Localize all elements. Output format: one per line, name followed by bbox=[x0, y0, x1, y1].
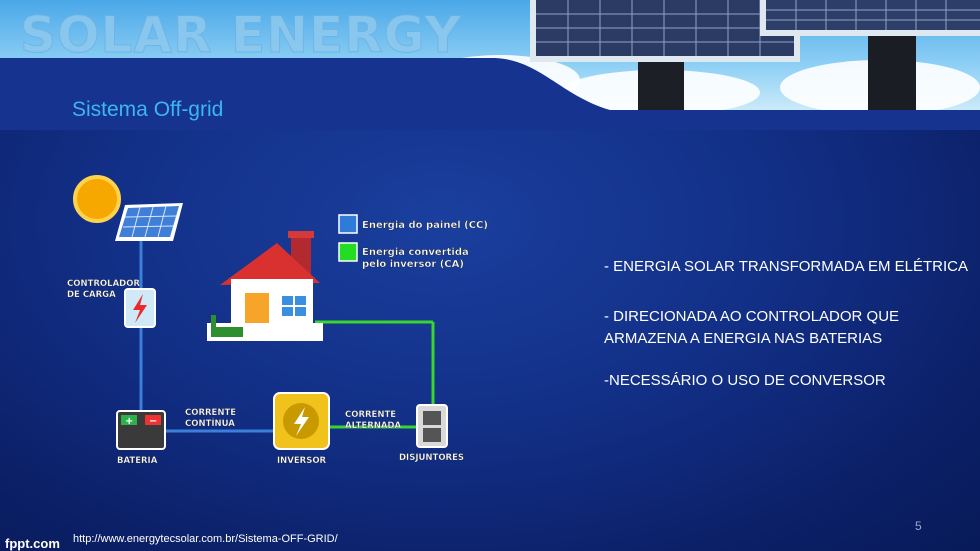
sun-icon bbox=[73, 175, 121, 223]
dc-wires bbox=[139, 235, 275, 433]
ac-wires bbox=[315, 320, 435, 429]
bullet-1: - ENERGIA SOLAR TRANSFORMADA EM ELÉTRICA bbox=[604, 258, 968, 275]
solar-panel-icon bbox=[115, 203, 183, 241]
inverter-label: INVERSOR bbox=[277, 456, 327, 466]
off-grid-diagram: CONTROLADOR DE CARGA Energia do painel (… bbox=[67, 175, 488, 466]
svg-text:+: + bbox=[125, 416, 133, 427]
bullet-3: -NECESSÁRIO O USO DE CONVERSOR bbox=[604, 372, 886, 389]
ac-label-1: CORRENTE bbox=[345, 410, 396, 420]
bullet-2a: - DIRECIONADA AO CONTROLADOR QUE bbox=[604, 308, 900, 325]
bullet-2b: ARMAZENA A ENERGIA NAS BATERIAS bbox=[604, 330, 883, 347]
inverter-icon bbox=[273, 392, 330, 450]
controller-label-1: CONTROLADOR bbox=[67, 279, 140, 289]
charge-controller-icon bbox=[124, 288, 156, 328]
dc-label-1: CORRENTE bbox=[185, 408, 236, 418]
breakers-label: DISJUNTORES bbox=[399, 453, 464, 463]
legend-ac-label-2: pelo inversor (CA) bbox=[362, 259, 464, 270]
battery-label: BATERIA bbox=[117, 456, 158, 466]
dc-label-2: CONTÍNUA bbox=[185, 417, 235, 429]
legend: Energia do painel (CC) Energia convertid… bbox=[338, 214, 488, 270]
house-icon bbox=[207, 231, 323, 341]
banner-title: SOLAR ENERGY bbox=[20, 6, 462, 65]
legend-ac-label-1: Energia convertida bbox=[362, 247, 469, 258]
legend-dc-label: Energia do painel (CC) bbox=[362, 220, 488, 231]
slide-subtitle: Sistema Off-grid bbox=[72, 98, 224, 121]
page-number: 5 bbox=[915, 519, 922, 533]
fppt-logo: fppt.com bbox=[5, 536, 60, 551]
header-wave bbox=[0, 58, 980, 130]
svg-text:−: − bbox=[149, 416, 157, 427]
breaker-box-icon bbox=[416, 404, 448, 448]
source-url[interactable]: http://www.energytecsolar.com.br/Sistema… bbox=[73, 533, 338, 545]
battery-icon: + − bbox=[116, 410, 166, 450]
solar-panels-photo bbox=[530, 0, 980, 112]
ac-label-2: ALTERNADA bbox=[345, 421, 401, 431]
controller-label-2: DE CARGA bbox=[67, 290, 116, 300]
